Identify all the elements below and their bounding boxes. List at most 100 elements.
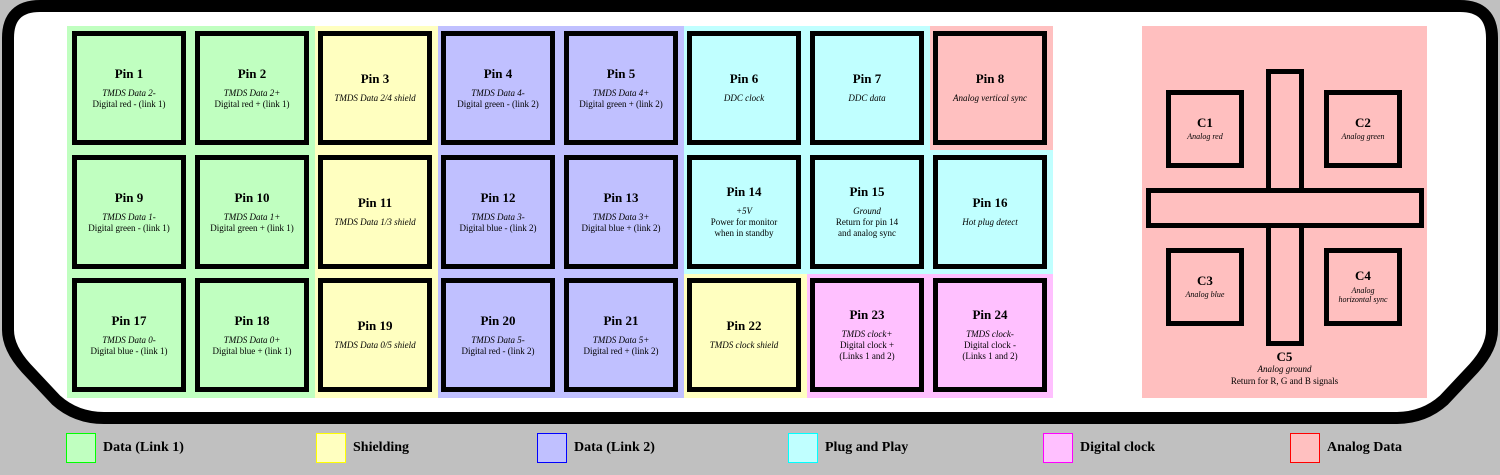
- pin-name: Pin 14: [726, 184, 762, 200]
- pin-box: Pin 4 TMDS Data 4-Digital green - (link 2…: [441, 31, 555, 145]
- pin-signal: TMDS Data 0/5 shield: [334, 340, 416, 351]
- analog-pin-name: C5: [1276, 349, 1293, 364]
- pin-description: Digital green + (link 1): [210, 222, 294, 233]
- pin-name: Pin 16: [972, 194, 1008, 210]
- pin-name: Pin 10: [234, 189, 270, 205]
- pin-box: Pin 23 TMDS clock+Digital clock + (Links …: [810, 278, 924, 392]
- pin-signal: TMDS Data 4+: [592, 87, 650, 98]
- legend-label: Shielding: [353, 440, 410, 455]
- pin-description: Digital clock + (Links 1 and 2): [839, 340, 895, 362]
- pin-name: Pin 11: [357, 194, 393, 210]
- pin-box: Pin 6 DDC clock: [687, 31, 801, 145]
- pin-description: Digital green - (link 2): [457, 98, 539, 109]
- analog-pin-note: Return for R, G and B signals: [1230, 375, 1339, 386]
- analog-pin-c2: C2 Analog green: [1324, 90, 1402, 168]
- pin-signal: TMDS Data 1-: [102, 211, 156, 222]
- cross-center: [1271, 193, 1299, 223]
- legend-item: Data (Link 2): [537, 432, 655, 464]
- pin-name: Pin 22: [726, 317, 762, 333]
- legend-item: Data (Link 1): [66, 432, 184, 464]
- legend-swatch: [788, 433, 818, 463]
- pin-name: Pin 9: [114, 189, 144, 205]
- pin-name: Pin 1: [114, 65, 144, 81]
- pin-name: Pin 19: [357, 317, 393, 333]
- pin-box: Pin 13 TMDS Data 3+Digital blue + (link 2…: [564, 155, 678, 269]
- pin-name: Pin 21: [603, 312, 639, 328]
- pin-signal: DDC clock: [723, 93, 765, 104]
- pin-name: Pin 13: [603, 189, 639, 205]
- pin-name: Pin 2: [237, 65, 267, 81]
- analog-pin-name: C1: [1197, 115, 1213, 131]
- pin-signal: TMDS Data 0+: [223, 334, 281, 345]
- pin-signal: +5V: [735, 206, 753, 217]
- pin-name: Pin 18: [234, 312, 270, 328]
- pin-description: Digital blue - (link 1): [90, 345, 168, 356]
- pin-signal: TMDS Data 4-: [471, 87, 525, 98]
- legend-item: Digital clock: [1043, 432, 1155, 464]
- pin-name: Pin 23: [849, 307, 885, 323]
- analog-pin-desc: Analog red: [1187, 132, 1223, 142]
- legend-label: Plug and Play: [825, 440, 909, 455]
- pin-description: Digital green - (link 1): [88, 222, 170, 233]
- analog-pin-desc: Analog blue: [1185, 290, 1225, 300]
- analog-pin-area: C1 Analog red C2 Analog green C3 Analog …: [1142, 26, 1427, 398]
- legend-label: Analog Data: [1327, 440, 1403, 455]
- pin-description: Power for monitor when in standby: [710, 217, 778, 239]
- pin-box: Pin 12 TMDS Data 3-Digital blue - (link 2…: [441, 155, 555, 269]
- pin-name: Pin 24: [972, 307, 1008, 323]
- pin-signal: TMDS Data 0-: [102, 334, 156, 345]
- pin-name: Pin 6: [729, 70, 759, 86]
- pin-description: Digital blue + (link 1): [212, 345, 292, 356]
- legend-label: Data (Link 2): [574, 440, 655, 455]
- pin-box: Pin 5 TMDS Data 4+Digital green + (link 2…: [564, 31, 678, 145]
- pin-description: Digital clock - (Links 1 and 2): [962, 340, 1018, 362]
- pin-box: Pin 10 TMDS Data 1+Digital green + (link …: [195, 155, 309, 269]
- pin-signal: TMDS clock+: [841, 329, 893, 340]
- pin-name: Pin 5: [606, 65, 636, 81]
- analog-pin-c1: C1 Analog red: [1166, 90, 1244, 168]
- pin-description: Return for pin 14 and analog sync: [835, 217, 899, 239]
- pin-box: Pin 11 TMDS Data 1/3 shield: [318, 155, 432, 269]
- legend-swatch: [316, 433, 346, 463]
- legend-swatch: [537, 433, 567, 463]
- pin-name: Pin 15: [849, 184, 885, 200]
- pin-signal: DDC data: [848, 93, 886, 104]
- pin-name: Pin 17: [111, 312, 147, 328]
- pin-name: Pin 4: [483, 65, 513, 81]
- pin-signal: TMDS Data 1/3 shield: [334, 217, 416, 228]
- pin-signal: TMDS Data 5+: [592, 334, 650, 345]
- pin-signal: TMDS Data 3-: [471, 211, 525, 222]
- pin-signal: TMDS Data 3+: [592, 211, 650, 222]
- pin-box: Pin 19 TMDS Data 0/5 shield: [318, 278, 432, 392]
- legend: Data (Link 1) Shielding Data (Link 2) Plug …: [0, 425, 1500, 475]
- pin-name: Pin 12: [480, 189, 516, 205]
- analog-pin-c5: C5 Analog ground Return for R, G and B s…: [1142, 349, 1427, 388]
- pin-description: Digital red - (link 2): [461, 345, 535, 356]
- analog-pin-name: C4: [1355, 268, 1371, 284]
- analog-pin-desc: Analog green: [1341, 132, 1385, 142]
- analog-pin-c3: C3 Analog blue: [1166, 248, 1244, 326]
- pin-signal: TMDS clock shield: [709, 340, 779, 351]
- legend-swatch: [1043, 433, 1073, 463]
- pin-description: Digital green + (link 2): [579, 98, 663, 109]
- pin-name: Pin 8: [975, 70, 1005, 86]
- legend-swatch: [1290, 433, 1320, 463]
- pin-description: Digital blue - (link 2): [459, 222, 537, 233]
- pin-signal: TMDS Data 1+: [223, 211, 281, 222]
- legend-item: Plug and Play: [788, 432, 908, 464]
- analog-pin-c4: C4 Analog horizontal sync: [1324, 248, 1402, 326]
- pin-box: Pin 18 TMDS Data 0+Digital blue + (link 1…: [195, 278, 309, 392]
- pin-box: Pin 17 TMDS Data 0-Digital blue - (link 1…: [72, 278, 186, 392]
- pin-description: Digital blue + (link 2): [581, 222, 661, 233]
- analog-pin-desc: Analog ground: [1257, 364, 1312, 375]
